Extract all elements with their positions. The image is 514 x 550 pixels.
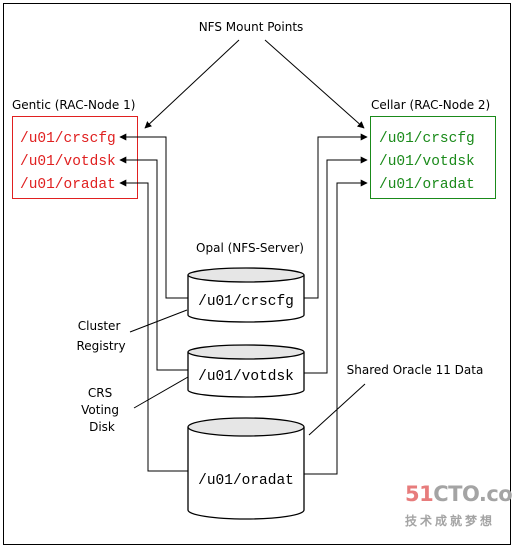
diagram-title: NFS Mount Points <box>199 20 304 34</box>
node2-mount-crscfg: /u01/crscfg <box>379 131 475 147</box>
server-title: Opal (NFS-Server) <box>196 241 304 255</box>
title-arrow-node2 <box>264 39 365 129</box>
node1-mount-oradat: /u01/oradat <box>20 177 116 193</box>
annotation-cluster-registry-leader <box>129 309 188 333</box>
node2-mount-oradat: /u01/oradat <box>379 177 475 193</box>
outer-frame <box>3 3 511 545</box>
annotation-shared-data-leader <box>308 383 366 436</box>
annotation-voting-disk-leader <box>133 376 189 409</box>
volume-votdsk-label: /u01/votdsk <box>198 369 294 385</box>
volume-crscfg-label: /u01/crscfg <box>198 294 294 310</box>
link-node1-oradat <box>119 179 188 472</box>
title-arrow-node1 <box>144 39 240 129</box>
node2-title: Cellar (RAC-Node 2) <box>371 98 490 112</box>
link-node1-crscfg <box>119 133 188 299</box>
volume-oradat-label: /u01/oradat <box>198 473 294 489</box>
node1-box <box>12 116 138 199</box>
volume-oradat: /u01/oradat <box>187 417 305 520</box>
svg-text:技术成就梦想: 技术成就梦想 <box>405 513 495 528</box>
volume-votdsk: /u01/votdsk <box>187 344 305 398</box>
volume-crscfg: /u01/crscfg <box>187 267 305 323</box>
node2-box <box>370 116 496 199</box>
node1-mount-crscfg: /u01/crscfg <box>20 131 116 147</box>
link-node2-crscfg <box>304 133 368 299</box>
annotation-shared-data: Shared Oracle 11 Data <box>347 363 484 377</box>
link-node2-oradat <box>304 179 368 475</box>
link-node1-votdsk <box>119 156 188 371</box>
svg-text:51CTO.com: 51CTO.com <box>405 482 514 506</box>
annotation-voting-disk: CRS Voting Disk <box>81 386 123 434</box>
node2-mount-votdsk: /u01/votdsk <box>379 154 475 170</box>
node1-mount-votdsk: /u01/votdsk <box>20 154 116 170</box>
node1-title: Gentic (RAC-Node 1) <box>12 98 135 112</box>
link-node2-votdsk <box>304 156 368 374</box>
watermark-logo: 51CTO.com 技术成就梦想 <box>405 482 514 528</box>
annotation-cluster-registry: Cluster Registry <box>76 319 125 353</box>
